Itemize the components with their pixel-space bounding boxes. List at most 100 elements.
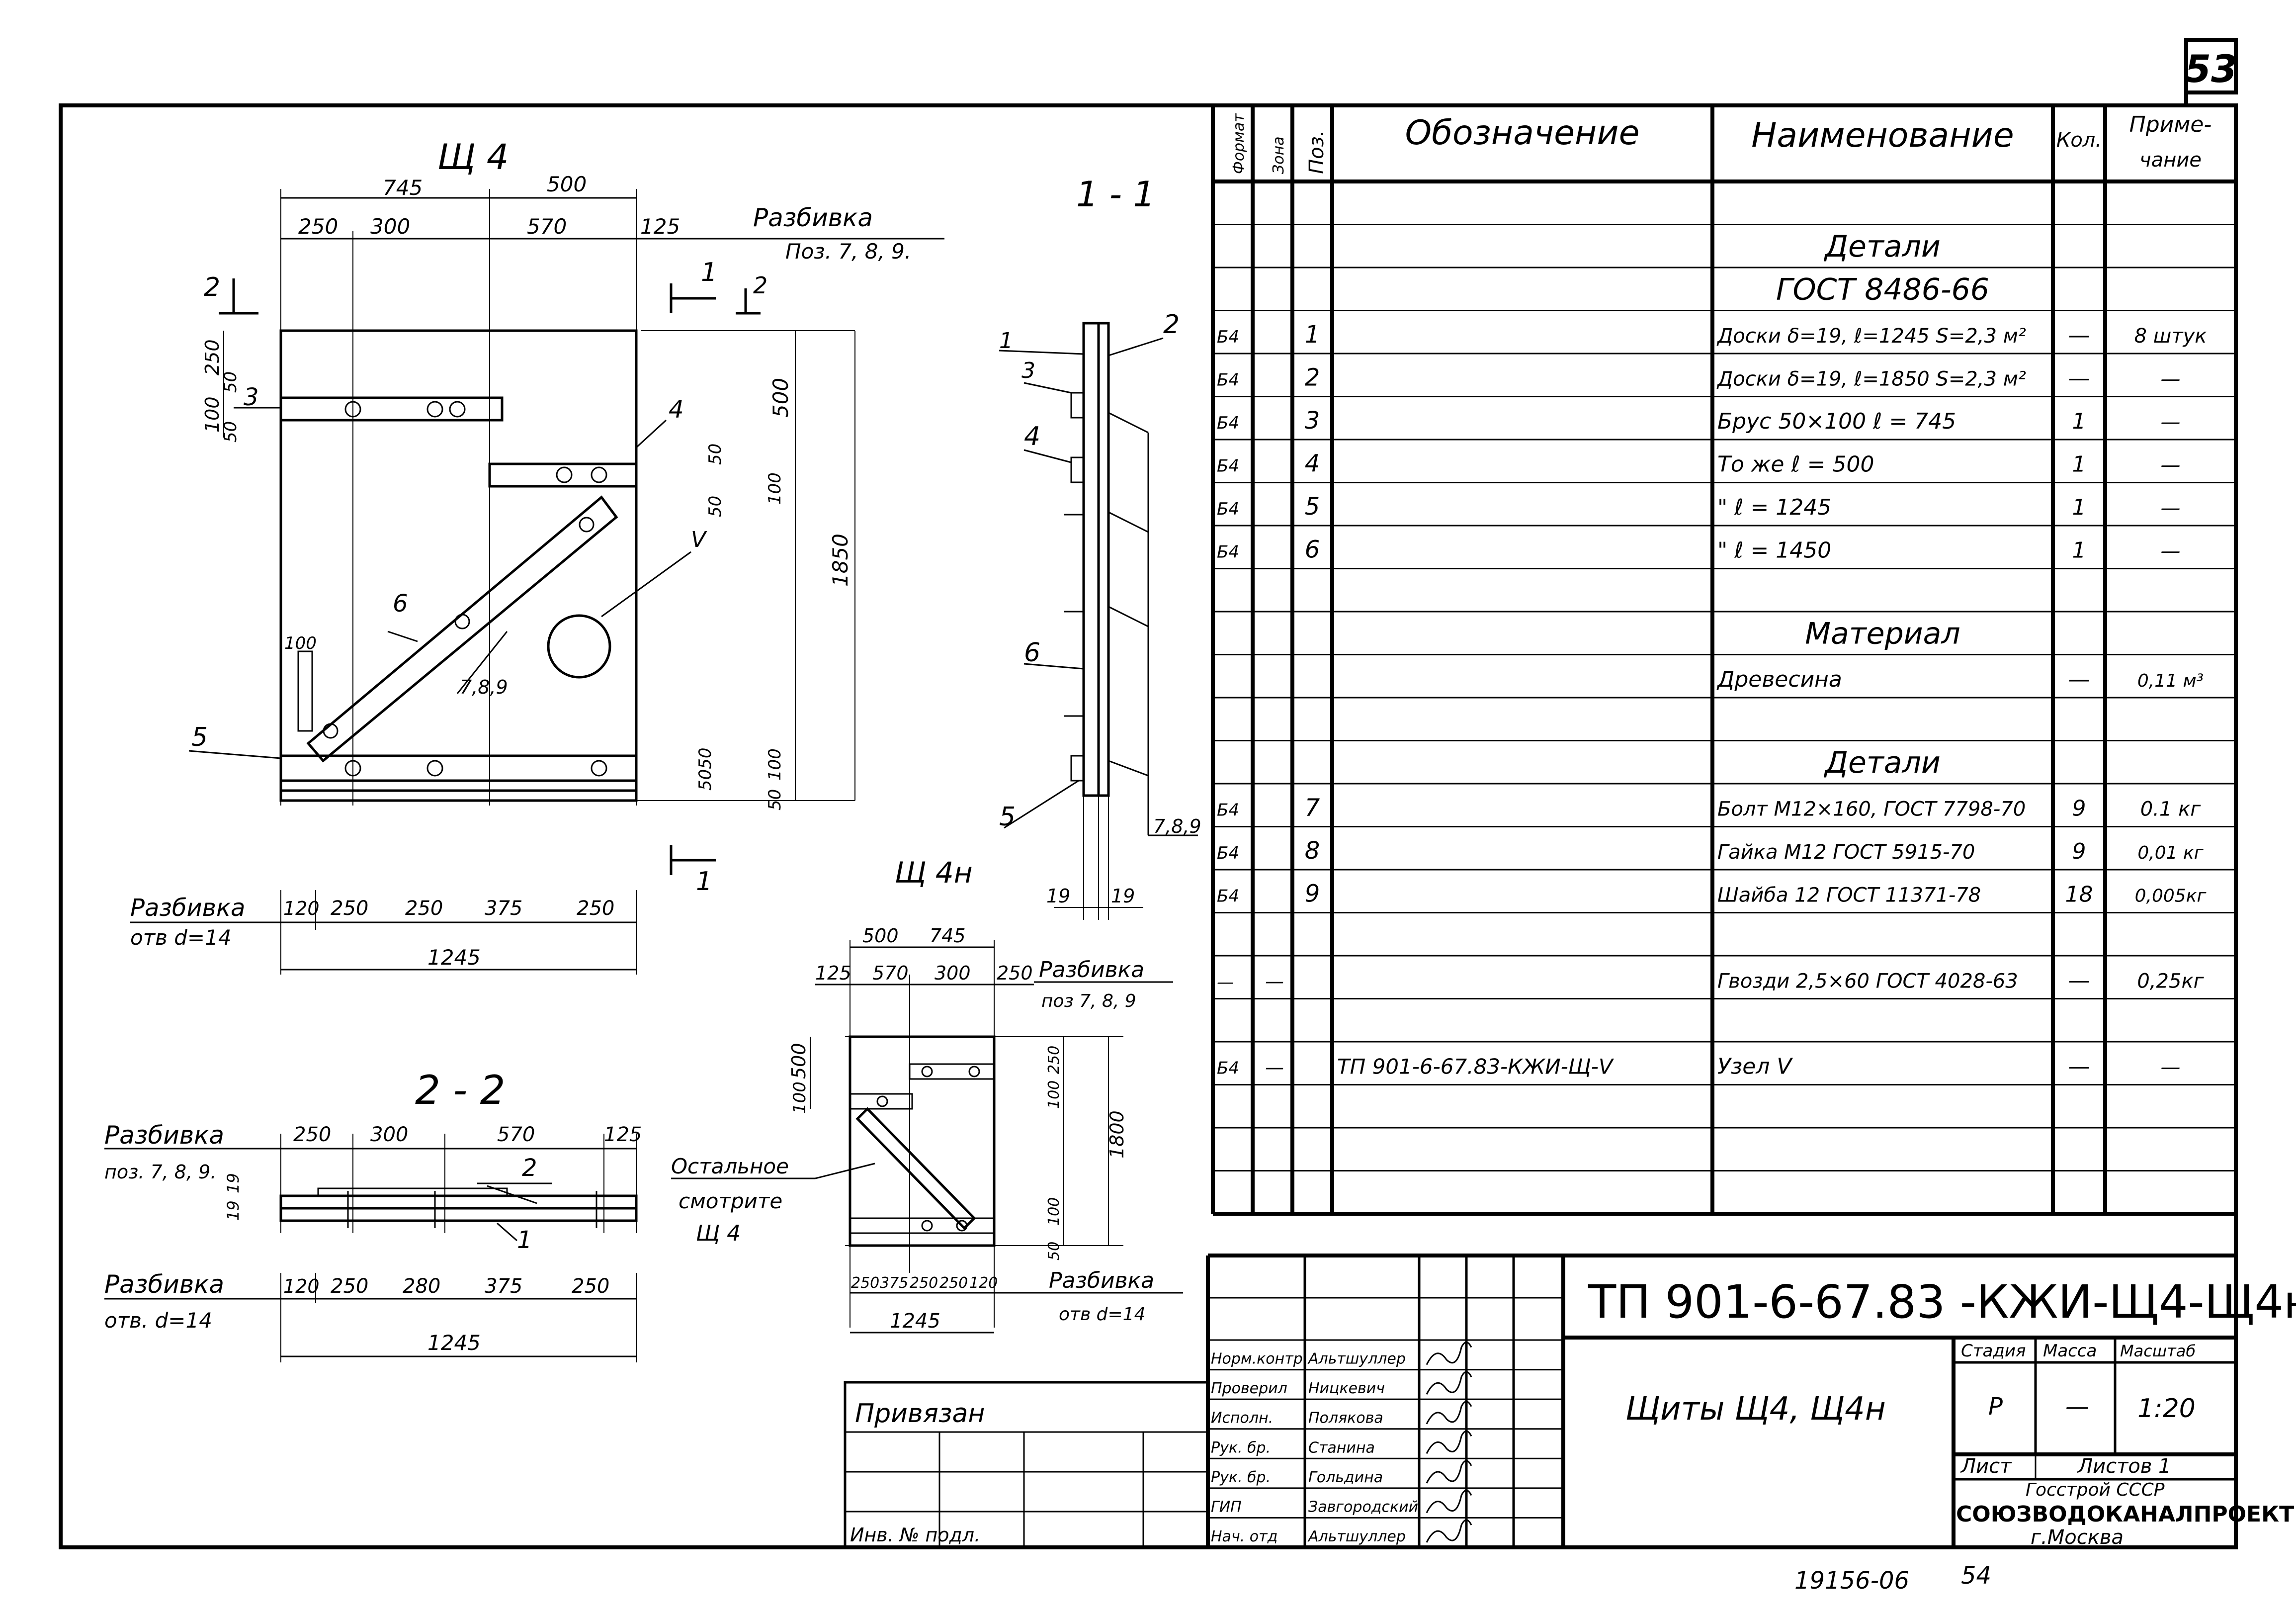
sec22-b-1245: 1245: [427, 1331, 481, 1355]
sch4-v-50b: 50: [221, 421, 241, 443]
svg-text:Б4: Б4: [1217, 801, 1239, 820]
sch4-v-50e: 50: [765, 789, 785, 810]
signature: [1426, 1401, 1472, 1425]
svg-text:—: —: [2068, 1054, 2090, 1079]
svg-text:Б4: Б4: [1217, 413, 1239, 433]
sec22-lbl-1: 1: [517, 1226, 532, 1254]
svg-text:7: 7: [1305, 794, 1320, 822]
sch4-v-50a: 50: [221, 371, 241, 393]
sch4-b-250b: 250: [405, 897, 443, 920]
svg-text:" ℓ = 1450: " ℓ = 1450: [1717, 538, 1831, 563]
signer-role: ГИП: [1211, 1498, 1242, 1516]
sec22-b-280: 280: [403, 1275, 440, 1298]
sch4-dim-300: 300: [370, 214, 410, 239]
svg-text:8 штук: 8 штук: [2134, 325, 2207, 348]
sch4n-razb-pos: поз 7, 8, 9: [1041, 991, 1136, 1011]
sch4-b-375: 375: [485, 897, 522, 920]
sch4-b-1245: 1245: [427, 945, 481, 970]
svg-text:Детали: Детали: [1823, 229, 1941, 264]
svg-text:9: 9: [2072, 796, 2086, 821]
sec11-lbl-3: 3: [1021, 358, 1035, 383]
svg-text:Материал: Материал: [1805, 617, 1960, 651]
title-block-org2: СОЮЗВОДОКАНАЛПРОЕКТ: [1956, 1502, 2294, 1527]
sch4-b-250a: 250: [331, 897, 368, 920]
title-block-privyazan: Привязан: [855, 1399, 985, 1429]
sch4-razb-bot2: отв d=14: [130, 925, 232, 950]
footer-num: 54: [1961, 1562, 1991, 1590]
signer-name: Альтшуллер: [1307, 1350, 1406, 1368]
svg-text:9: 9: [2072, 839, 2086, 864]
svg-text:0,005кг: 0,005кг: [2135, 886, 2207, 906]
view-section-1-1: 1 - 1 1 2 3 4 6 5 7,8,9 19 19: [999, 174, 1201, 920]
svg-text:Б4: Б4: [1217, 843, 1239, 863]
sch4-razb-top-pos: Поз. 7, 8, 9.: [785, 239, 911, 264]
sec11-lbl-4: 4: [1024, 422, 1040, 451]
sch4n-v-1800: 1800: [1106, 1110, 1128, 1159]
sec22-razb2-otv: отв. d=14: [104, 1308, 212, 1333]
svg-text:Брус 50×100 ℓ = 745: Брус 50×100 ℓ = 745: [1717, 409, 1956, 434]
sch4n-d-300: 300: [935, 962, 971, 984]
svg-text:—: —: [2068, 366, 2090, 391]
signer-name: Альтшуллер: [1307, 1528, 1406, 1545]
svg-text:1: 1: [2072, 409, 2086, 434]
sch4n-v-100b: 100: [1045, 1080, 1063, 1109]
sec22-b-250b: 250: [572, 1275, 609, 1298]
signer-name: Ницкевич: [1308, 1380, 1385, 1397]
svg-text:—: —: [2068, 667, 2090, 692]
sch4-arrow-1: 1: [701, 258, 717, 287]
sec22-title: 2 - 2: [415, 1067, 506, 1113]
spec-header-poz: Поз.: [1305, 130, 1328, 174]
sec11-lbl-5: 5: [999, 802, 1016, 832]
spec-header-oboznach: Обозначение: [1405, 113, 1640, 153]
svg-text:—: —: [2068, 968, 2090, 993]
sch4n-v-100: 100: [790, 1081, 810, 1114]
signature: [1426, 1430, 1472, 1454]
sch4n-d-125: 125: [815, 962, 851, 984]
sch4n-v-100c: 100: [1045, 1197, 1063, 1226]
sch4-razb-bot: Разбивка: [130, 894, 245, 922]
signer-role: Испoлн.: [1211, 1410, 1273, 1427]
svg-text:Доски δ=19, ℓ=1850 S=2,3 м²: Доски δ=19, ℓ=1850 S=2,3 м²: [1716, 368, 2026, 391]
spec-header-prim: Приме-: [2129, 112, 2212, 137]
svg-text:То же ℓ = 500: То же ℓ = 500: [1717, 452, 1874, 477]
svg-text:Болт М12×160, ГОСТ 7798-70: Болт М12×160, ГОСТ 7798-70: [1717, 798, 2026, 821]
svg-text:1: 1: [2072, 495, 2086, 520]
title-block-massa: —: [2065, 1393, 2089, 1421]
sch4-b-250c: 250: [577, 897, 614, 920]
svg-text:Древесина: Древесина: [1716, 667, 1842, 692]
sec11-lbl-789: 7,8,9: [1153, 815, 1201, 837]
sch4-lbl-6: 6: [393, 590, 408, 618]
svg-text:Детали: Детали: [1823, 745, 1941, 780]
signer-role: Рук. бр.: [1211, 1439, 1271, 1456]
signature: [1426, 1371, 1472, 1395]
signer-name: Завгородский: [1308, 1498, 1418, 1516]
sch4n-b-250c: 250: [939, 1274, 968, 1292]
sec22-d-300: 300: [370, 1123, 408, 1146]
sec22-b-250: 250: [331, 1275, 368, 1298]
svg-text:—: —: [2161, 497, 2181, 520]
sch4n-razb: Разбивка: [1039, 957, 1144, 983]
sch4-title: Щ 4: [437, 137, 509, 178]
signer-role: Нач. отд: [1211, 1528, 1277, 1545]
sch4-arrow-1c: 1: [696, 867, 712, 897]
sch4-lbl-V: V: [691, 527, 707, 552]
svg-text:1: 1: [2072, 538, 2086, 563]
title-block-name: Щиты Щ4, Щ4н: [1625, 1391, 1886, 1428]
sch4-lbl-789: 7,8,9: [460, 676, 508, 698]
sch4-razb-top: Разбивка: [753, 203, 873, 232]
svg-text:чание: чание: [2139, 149, 2202, 172]
title-block-list-h: Лист: [1960, 1455, 2012, 1478]
svg-text:Доски δ=19, ℓ=1245 S=2,3 м²: Доски δ=19, ℓ=1245 S=2,3 м²: [1716, 325, 2026, 348]
sch4n-sch: Щ 4: [696, 1221, 741, 1246]
sch4n-ostal: Остальное: [671, 1154, 789, 1178]
sch4n-d-500: 500: [862, 925, 899, 947]
signer-role: Рук. бр.: [1211, 1469, 1271, 1486]
sch4-v-50c: 50: [705, 444, 725, 465]
sec22-razb-pos: поз. 7, 8, 9.: [104, 1161, 216, 1183]
